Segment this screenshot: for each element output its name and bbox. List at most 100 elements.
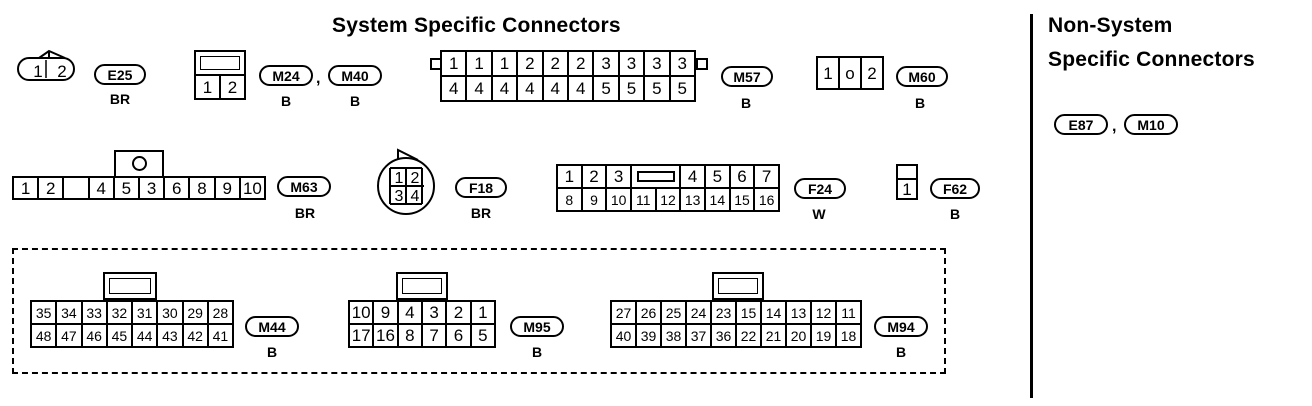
m57-side-tab-right [696, 58, 708, 70]
m95-pin: 7 [423, 325, 446, 346]
m94-pin: 21 [762, 325, 785, 346]
m57-color: B [740, 95, 752, 111]
m44-pin: 31 [133, 302, 157, 323]
m94-lock-tab [712, 272, 764, 300]
m60-pin: 2 [862, 58, 882, 88]
m57-pin: 2 [568, 52, 593, 75]
f24-pin: 14 [705, 189, 729, 210]
m94-pin: 20 [787, 325, 810, 346]
m95-pin: 4 [398, 302, 421, 323]
grouped-connectors-box [12, 248, 946, 374]
system-specific-heading: System Specific Connectors [332, 14, 621, 37]
m94-pin: 39 [637, 325, 660, 346]
f24-pin: 5 [705, 166, 729, 187]
m94-pin: 12 [812, 302, 835, 323]
m44-pin: 28 [208, 302, 232, 323]
m44-pin: 29 [183, 302, 207, 323]
m44-lock-tab [103, 272, 157, 300]
f24-pin: 2 [582, 166, 606, 187]
m95-pin: 9 [374, 302, 397, 323]
m10-tag: M10 [1124, 114, 1178, 135]
m63-pin: 10 [240, 178, 264, 198]
m44-pin: 32 [107, 302, 131, 323]
m57-pin: 4 [492, 77, 517, 100]
m63-tag: M63 [277, 176, 331, 197]
non-system-heading-line2: Specific Connectors [1048, 48, 1255, 71]
m94-pin: 36 [712, 325, 735, 346]
e25-tag: E25 [94, 64, 146, 85]
f18-pin: 1 [394, 170, 404, 187]
m95-pin: 16 [374, 325, 397, 346]
m57-pin: 4 [543, 77, 567, 100]
f24-pin: 4 [681, 166, 704, 187]
m60-pin-grid: 1 o 2 [816, 56, 884, 90]
m57-tag: M57 [721, 66, 773, 87]
m57-pin: 4 [518, 77, 542, 100]
m40-tag: M40 [328, 65, 382, 86]
m24-pin: 2 [221, 76, 244, 98]
m44-pin: 43 [158, 325, 182, 346]
f18-color: BR [470, 205, 492, 221]
m95-tag: M95 [510, 316, 564, 337]
f24-pin: 3 [607, 166, 630, 187]
m57-pin: 4 [467, 77, 491, 100]
m63-pin: 3 [140, 178, 164, 198]
m95-pin: 5 [471, 325, 494, 346]
separator-comma: , [316, 70, 321, 87]
m57-pin: 1 [467, 52, 491, 75]
m44-pin: 42 [183, 325, 207, 346]
m94-tag: M94 [874, 316, 928, 337]
f24-pin: 8 [558, 189, 581, 210]
m95-pin: 17 [350, 325, 373, 346]
m44-pin: 35 [32, 302, 56, 323]
m44-pin: 34 [57, 302, 81, 323]
m94-pin: 18 [837, 325, 860, 346]
m94-pin: 14 [762, 302, 785, 323]
m95-color: B [531, 344, 543, 360]
m94-pin: 27 [612, 302, 635, 323]
f18-pin: 2 [410, 170, 420, 187]
m57-pin: 1 [442, 52, 466, 75]
m57-pin: 5 [594, 77, 618, 100]
m63-pin: 5 [114, 178, 138, 198]
m57-pin: 5 [619, 77, 644, 100]
m57-pin: 3 [594, 52, 618, 75]
m57-pin: 5 [670, 77, 694, 100]
f24-socket [631, 166, 680, 187]
m24-pin: 1 [196, 76, 219, 98]
m40-color: B [349, 93, 361, 109]
m95-pin: 6 [447, 325, 470, 346]
m57-pin: 3 [670, 52, 694, 75]
m57-pin: 1 [492, 52, 517, 75]
m24-pin-grid: 1 2 [194, 74, 246, 100]
e87-tag: E87 [1054, 114, 1108, 135]
f24-socket-outline [636, 170, 675, 183]
section-divider [1030, 14, 1033, 398]
e25-pin: 1 [33, 62, 43, 81]
f24-pin: 6 [730, 166, 754, 187]
f24-pin: 7 [755, 166, 778, 187]
m57-pin: 2 [543, 52, 567, 75]
f18-connector-outline [377, 148, 435, 215]
f24-pin: 11 [631, 189, 655, 210]
m57-pin: 4 [568, 77, 593, 100]
f18-pin: 3 [394, 188, 404, 205]
m63-pin: 2 [39, 178, 63, 198]
m94-pin: 11 [837, 302, 860, 323]
m44-pin: 33 [82, 302, 106, 323]
m24-tag: M24 [259, 65, 313, 86]
m94-pin: 40 [612, 325, 635, 346]
f62-pin-grid: 1 [896, 178, 918, 200]
e25-color: BR [109, 91, 131, 107]
f18-tag: F18 [455, 177, 507, 198]
m95-pin: 3 [423, 302, 446, 323]
e25-pin: 2 [57, 62, 67, 81]
m24-color: B [280, 93, 292, 109]
m44-pin: 48 [32, 325, 56, 346]
f62-tag: F62 [930, 178, 980, 199]
m57-pin: 5 [645, 77, 669, 100]
m63-pin: 8 [190, 178, 214, 198]
m63-pin: 9 [215, 178, 239, 198]
m94-pin: 38 [662, 325, 685, 346]
